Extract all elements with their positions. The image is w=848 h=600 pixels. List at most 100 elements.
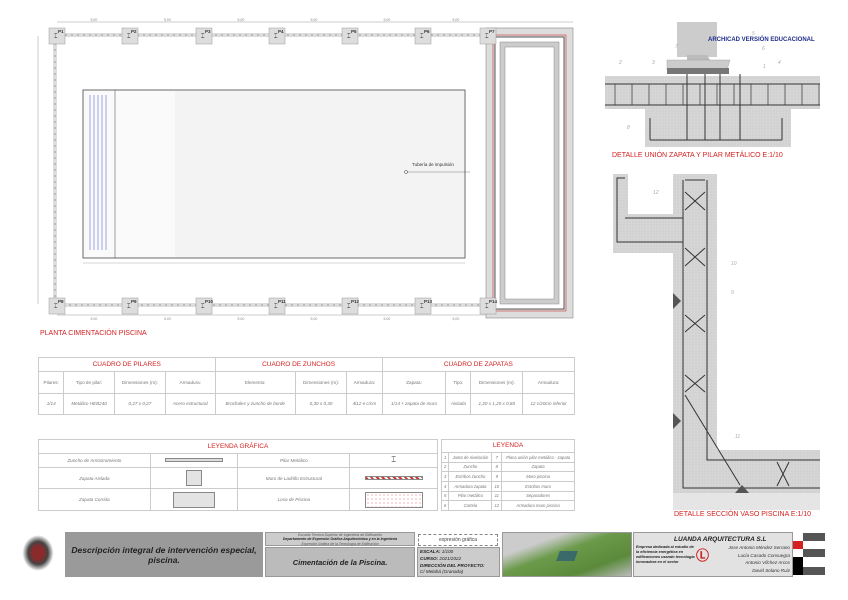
dimension-label: 5,00 [384,18,391,22]
company-logo: Ⓛ [696,548,710,563]
svg-text:9: 9 [731,290,734,296]
pilar-icon: ⌶ [201,303,205,310]
dimension-label: 5,00 [384,317,391,321]
svg-text:10: 10 [731,261,737,267]
expresion-grafica-logo: expresión gráfica [418,534,498,546]
pilar-icon: ⌶ [347,33,351,40]
pillar-P13: ⌶P13 [414,297,433,315]
foundation-plan: ⌶P1⌶P2⌶P3⌶P4⌶P5⌶P6⌶P7⌶P8⌶P9⌶P10⌶P11⌶P12⌶… [37,18,574,321]
pipe-label: Tubería de impulsión [412,162,454,167]
svg-text:P9: P9 [131,299,137,304]
zapata-corrida-symbol [173,491,216,508]
pilar-icon: ⌶ [127,303,131,310]
svg-text:P11: P11 [278,299,286,304]
cuadro-zunchos-title: CUADRO DE ZUNCHOS [214,357,383,372]
sheet-title: Cimentación de la Piscina. [265,547,415,577]
company-box: LUANDA ARQUITECTURA S.L Empresa dedicada… [633,532,793,577]
svg-text:2: 2 [618,60,622,66]
pilar-icon: ⌶ [201,33,205,40]
pillar-P2: ⌶P2 [121,27,139,45]
svg-text:P7: P7 [489,29,495,34]
company-name: LUANDA ARQUITECTURA S.L [674,536,767,543]
detail-section-title: DETALLE SECCIÓN VASO PISCINA E:1/10 [674,511,812,518]
department-box: Escuela Técnica Superior de Ingeniería d… [265,532,415,546]
svg-text:P14: P14 [489,299,498,304]
university-seal [18,530,58,576]
pilar-icon: ⌶ [54,303,58,310]
project-title: Descripción integral de intervención esp… [65,532,263,577]
pilar-icon: ⌶ [127,33,131,40]
pillar-P6: ⌶P6 [414,27,432,45]
pilar-icon: ⌶ [347,303,351,310]
svg-text:P8: P8 [58,299,64,304]
leyenda-title: LEYENDA [441,439,575,453]
dimension-label: 5,00 [238,317,245,321]
svg-text:12: 12 [653,190,659,196]
svg-text:P10: P10 [205,299,214,304]
pillar-P11: ⌶P11 [268,297,286,315]
svg-text:P6: P6 [424,29,430,34]
cuadro-zapatas-title: CUADRO DE ZAPATAS [381,357,576,372]
pilar-icon: ⌶ [54,33,58,40]
color-strip [793,533,825,577]
pillar-P12: ⌶P12 [341,297,360,315]
pilar-icon: ⌶ [420,303,424,310]
cuadro-pilares-title: CUADRO DE PILARES [38,357,216,372]
dimension-label: 5,00 [311,317,318,321]
pillar-P1: ⌶P1 [48,27,66,45]
pillar-P9: ⌶P9 [121,297,139,315]
svg-text:P4: P4 [278,29,284,34]
svg-text:3: 3 [652,60,655,66]
pillar-P10: ⌶P10 [195,297,214,315]
svg-text:P3: P3 [205,29,211,34]
dimension-label: 5,00 [238,18,245,22]
dimension-label: 5,00 [91,317,98,321]
zuncho-symbol [165,458,224,463]
detail-union-title: DETALLE UNIÓN ZAPATA Y PILAR METÁLICO E:… [612,152,783,159]
leyenda-grafica-table: LEYENDA GRÁFICA Zuncho de Arriostramient… [38,439,438,511]
svg-text:11: 11 [735,434,740,440]
dimension-label: 5,00 [311,18,318,22]
muro-symbol [364,476,423,481]
losa-symbol [364,491,423,508]
plan-title: PLANTA CIMENTACIÓN PISCINA [40,330,147,337]
leyenda-grafica-title: LEYENDA GRÁFICA [38,439,438,454]
rendering-image [502,532,632,577]
pillar-P7: ⌶P7 [479,27,497,45]
dimension-label: 5,00 [453,317,460,321]
svg-text:P1: P1 [58,29,64,34]
pillar-P5: ⌶P5 [341,27,359,45]
svg-text:1: 1 [763,64,766,70]
svg-text:P5: P5 [351,29,357,34]
svg-text:P13: P13 [424,299,433,304]
pilar-icon: ⌶ [274,33,278,40]
pilar-symbol: ⌶ [349,453,438,468]
dimension-label: 5,00 [453,18,460,22]
detail-section-drawing: 12 10 9 11 [613,174,820,510]
pilar-icon: ⌶ [420,33,424,40]
svg-text:P12: P12 [351,299,360,304]
dimension-label: 5,00 [164,317,171,321]
zapata-aislada-symbol [186,470,203,487]
watermark: ARCHICAD VERSIÓN EDUCACIONAL [708,37,815,43]
project-info: ESCALA: 1/100 CURSO: 2021/2022 DIRECCIÓN… [417,547,500,577]
dimension-label: 5,00 [91,18,98,22]
pilar-icon: ⌶ [274,303,278,310]
pillar-P4: ⌶P4 [268,27,286,45]
pillar-P3: ⌶P3 [195,27,213,45]
pillar-P14: ⌶P14 [479,297,498,315]
svg-text:4: 4 [778,60,781,66]
svg-text:6: 6 [762,46,765,52]
svg-text:P2: P2 [131,29,137,34]
dimension-label: 5,00 [164,18,171,22]
svg-text:8: 8 [627,125,630,131]
